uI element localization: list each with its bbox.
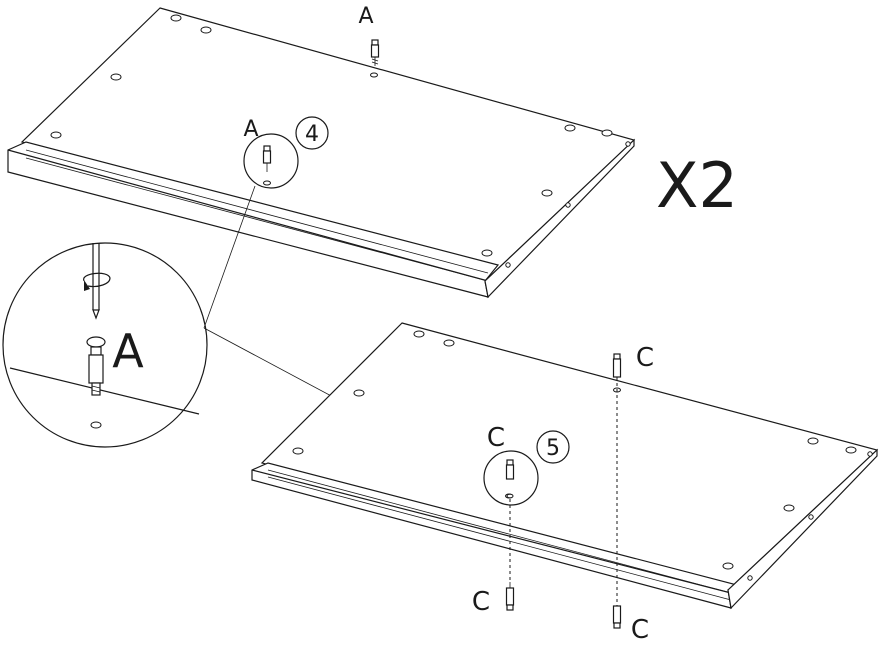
fastener-c-top-right [612, 353, 622, 606]
top-panel [7, 7, 636, 299]
label-a-detail: A [112, 324, 144, 378]
label-c-top-right: C [636, 343, 654, 373]
detail-circle-step-5 [483, 450, 539, 582]
bottom-panel [251, 322, 879, 610]
quantity-multiplier: X2 [656, 149, 738, 222]
fastener-a-top [370, 39, 380, 66]
step-number-4: 4 [305, 122, 319, 147]
label-a-top: A [358, 4, 373, 29]
fastener-c-bottom-left [505, 582, 515, 611]
step-number-5: 5 [546, 436, 560, 461]
label-c-bottom-right: C [631, 615, 649, 645]
label-c-bottom-left: C [472, 587, 490, 617]
label-c-step-5: C [487, 423, 505, 453]
fastener-c-bottom-right [612, 605, 622, 629]
detail-circle-step-4 [243, 133, 299, 189]
label-a-step-4: A [243, 117, 258, 142]
step-number-5-badge: 5 [536, 430, 570, 464]
step-number-4-badge: 4 [295, 116, 329, 150]
